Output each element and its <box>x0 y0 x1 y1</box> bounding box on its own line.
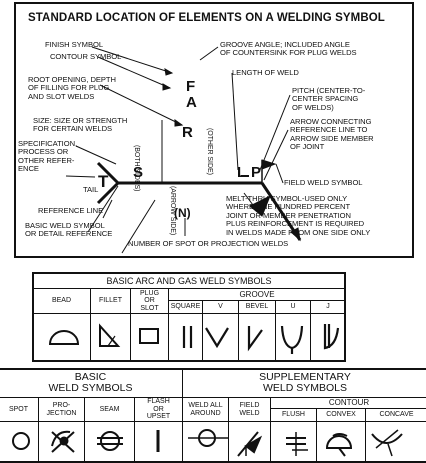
label-length-of-weld: LENGTH OF WELD <box>232 68 299 77</box>
letter-L: L <box>237 164 247 181</box>
col-bevel: BEVEL <box>238 300 276 314</box>
label-arrow-connecting: ARROW CONNECTING REFERENCE LINE TO ARROW… <box>290 117 374 152</box>
col-flush: FLUSH <box>270 408 317 422</box>
letter-A: A <box>186 94 197 111</box>
melt-thru-symbol <box>249 194 271 217</box>
letter-N: (N) <box>174 206 191 220</box>
col-convex: CONVEX <box>316 408 366 422</box>
col-projection: PRO- JECTION <box>38 397 85 422</box>
spot-symbol-cell <box>0 421 39 463</box>
plug-symbol <box>139 328 159 344</box>
concave-symbol-cell <box>365 421 426 463</box>
label-specification: SPECIFICATION, PROCESS OR OTHER REFER- E… <box>18 139 78 174</box>
letter-R: R <box>182 124 193 141</box>
label-size: SIZE: SIZE OR STRENGTH FOR CERTAIN WELDS <box>33 116 128 134</box>
label-number-of-welds: NUMBER OF SPOT OR PROJECTION WELDS <box>128 239 289 248</box>
col-seam: SEAM <box>84 397 135 422</box>
col-plug-slot: PLUG OR SLOT <box>130 288 169 314</box>
letter-F: F <box>186 78 196 95</box>
welding-symbol-diagram-panel <box>14 2 414 258</box>
fillet-symbol <box>99 323 121 347</box>
col-concave: CONCAVE <box>365 408 426 422</box>
label-groove-angle: GROOVE ANGLE; INCLUDED ANGLE OF COUNTERS… <box>220 40 357 58</box>
seam-symbol-cell <box>84 421 135 463</box>
col-fillet: FILLET <box>90 288 131 314</box>
flash-symbol-cell <box>134 421 183 463</box>
col-square: SQUARE <box>168 300 203 314</box>
label-tail: TAIL <box>83 185 99 194</box>
arrowhead <box>290 227 301 242</box>
supplementary-weld-symbols-title: SUPPLEMENTARY WELD SYMBOLS <box>182 368 426 398</box>
plug-symbol-cell <box>130 313 169 362</box>
label-both-sides: (BOTH SIDES) <box>133 145 140 192</box>
weld-all-around-symbol-cell <box>182 421 229 463</box>
convex-symbol-cell <box>316 421 366 463</box>
label-finish-symbol: FINISH SYMBOL <box>45 40 104 49</box>
v-symbol-cell <box>202 313 239 362</box>
label-root-opening: ROOT OPENING, DEPTH OF FILLING FOR PLUG … <box>28 75 116 101</box>
label-reference-line: REFERENCE LINE <box>38 206 104 215</box>
lp-dash <box>241 175 249 177</box>
label-contour-symbol: CONTOUR SYMBOL <box>50 52 122 61</box>
u-symbol-cell <box>275 313 311 362</box>
label-basic-weld-symbol: BASIC WELD SYMBOL OR DETAIL REFERENCE <box>25 221 113 239</box>
flush-symbol-cell <box>270 421 317 463</box>
col-bead: BEAD <box>32 288 91 314</box>
square-symbol-cell <box>168 313 203 362</box>
label-arrow-side: (ARROW SIDE) <box>169 186 176 236</box>
col-weld-all-around: WELD ALL AROUND <box>182 397 229 422</box>
letter-S: S <box>133 164 144 181</box>
letter-P: P <box>251 164 262 181</box>
label-melt-thru: MELT-THRU SYMBOL-USED ONLY WHERE ONE HUN… <box>226 194 371 237</box>
col-field-weld: FIELD WELD <box>228 397 271 422</box>
fillet-symbol-cell <box>90 313 131 362</box>
field-weld-symbol-cell <box>228 421 271 463</box>
label-field-weld-symbol: FIELD WELD SYMBOL <box>284 178 363 187</box>
letter-T: T <box>98 172 109 191</box>
bevel-symbol-cell <box>238 313 276 362</box>
projection-symbol-cell <box>38 421 85 463</box>
col-spot: SPOT <box>0 397 39 422</box>
bead-symbol-cell <box>32 313 91 362</box>
bead-symbol <box>48 330 80 345</box>
basic-weld-symbols-title: BASIC WELD SYMBOLS <box>0 368 183 398</box>
col-flash-upset: FLASH OR UPSET <box>134 397 183 422</box>
col-v: V <box>202 300 239 314</box>
col-j: J <box>310 300 346 314</box>
tail-lower <box>96 181 120 205</box>
label-other-side: (OTHER SIDE) <box>206 128 213 175</box>
diagram-title: STANDARD LOCATION OF ELEMENTS ON A WELDI… <box>28 12 385 24</box>
arc-table-title: BASIC ARC AND GAS WELD SYMBOLS <box>32 272 346 289</box>
j-symbol-cell <box>310 313 346 362</box>
col-u: U <box>275 300 311 314</box>
label-pitch: PITCH (CENTER-TO- CENTER SPACING OF WELD… <box>292 86 366 112</box>
tail-upper <box>96 161 120 185</box>
